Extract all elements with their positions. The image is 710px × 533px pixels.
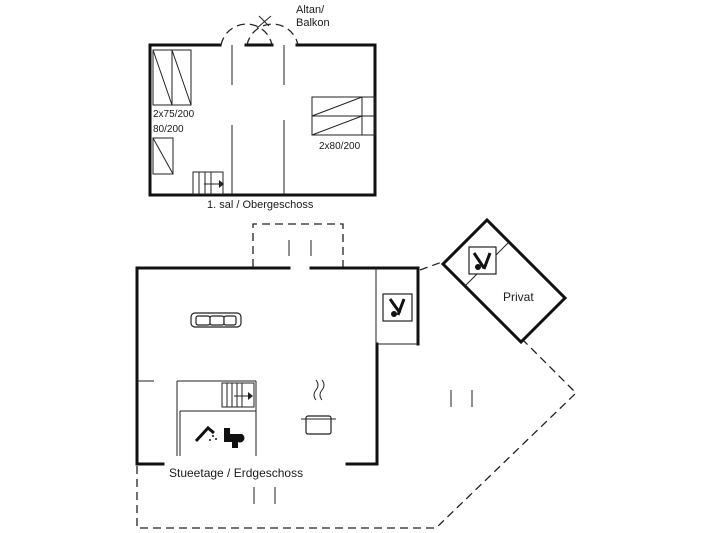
ground-floor-walls-bottom [345, 342, 379, 466]
annex-connector [419, 261, 443, 271]
bed-single-label: 2x75/200 [153, 109, 195, 120]
shower-icon [194, 425, 217, 443]
balcony-pointer-line [256, 15, 272, 29]
upper-floor: Altan/ Balkon 2x75/200 80/200 2x80/200 1… [148, 4, 377, 211]
balcony-door-arc-left [220, 23, 273, 46]
wine-bottles-icon [382, 293, 413, 322]
toilet-icon [224, 428, 245, 448]
balcony-pointer-cross [258, 15, 270, 27]
bed-double [311, 96, 376, 136]
annex: Privat [440, 217, 568, 345]
ground-floor-walls [135, 266, 291, 466]
annex-walls [440, 217, 568, 345]
stairs-icon [192, 171, 224, 195]
wine-bottles-icon [468, 246, 497, 275]
bed-small-label: 80/200 [153, 124, 184, 135]
terrace-top-outline [252, 223, 344, 267]
ground-floor-title: Stueetage / Erdgeschoss [169, 466, 303, 480]
upper-floor-title: 1. sal / Obergeschoss [207, 199, 314, 211]
wardrobe-small [152, 137, 174, 175]
sofa-icon [190, 312, 242, 328]
stairs-icon [221, 382, 255, 408]
terrace-outline [136, 338, 577, 529]
balcony-door-arc-right [246, 23, 299, 46]
upper-floor-walls [148, 43, 377, 197]
balcony-label-line1: Altan/ [296, 4, 325, 16]
bed-double-label: 2x80/200 [319, 141, 361, 152]
wardrobe-door [152, 49, 173, 106]
balcony-label-line2: Balkon [296, 17, 330, 29]
cooking-pot-icon [301, 379, 336, 435]
annex-label: Privat [503, 290, 534, 304]
wardrobe-door [171, 49, 192, 106]
wardrobe-door [152, 137, 174, 175]
ground-floor-walls-right [309, 266, 420, 346]
ground-floor: Stueetage / Erdgeschoss [135, 223, 577, 529]
